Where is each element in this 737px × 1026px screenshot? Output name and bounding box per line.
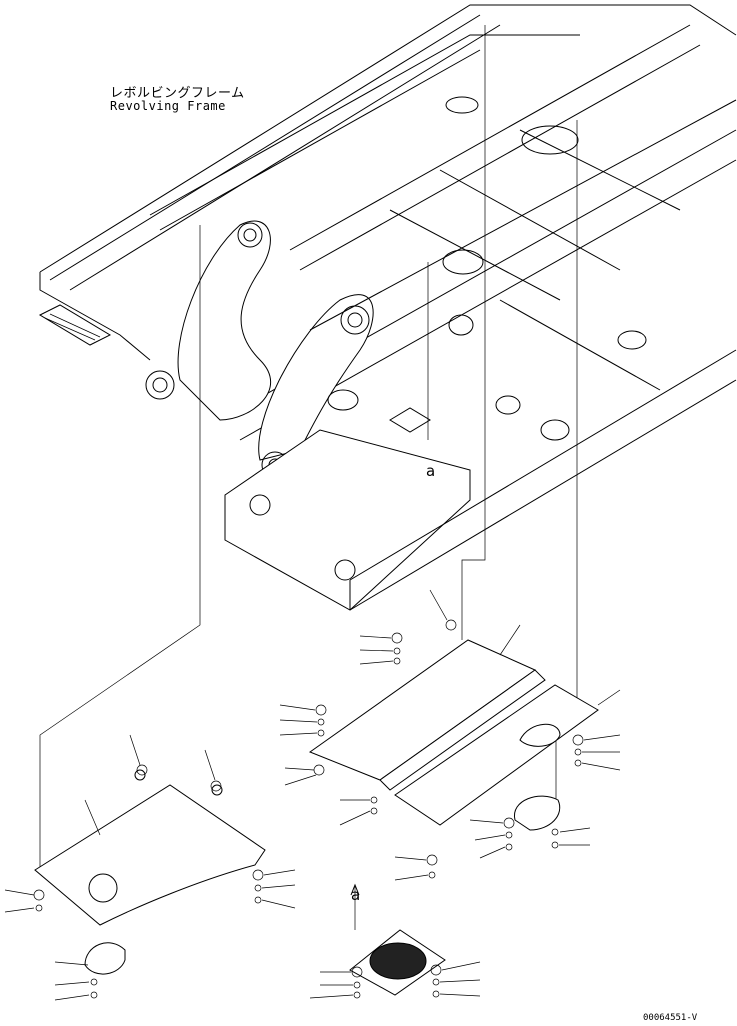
revolving-frame	[38, 4, 737, 611]
frame-title-english: Revolving Frame	[110, 99, 226, 113]
view-a-marker-lower: a	[351, 886, 361, 904]
left-undercover	[34, 769, 266, 975]
center-undercover	[308, 639, 599, 831]
grille-cover	[349, 883, 446, 996]
drawing-number: 00064551-V	[643, 1013, 698, 1023]
assembly-leader-lines	[39, 25, 578, 870]
frame-title-japanese: レボルビングフレーム	[110, 86, 245, 101]
fasteners	[4, 589, 621, 1001]
view-a-marker-upper: a	[426, 462, 436, 480]
